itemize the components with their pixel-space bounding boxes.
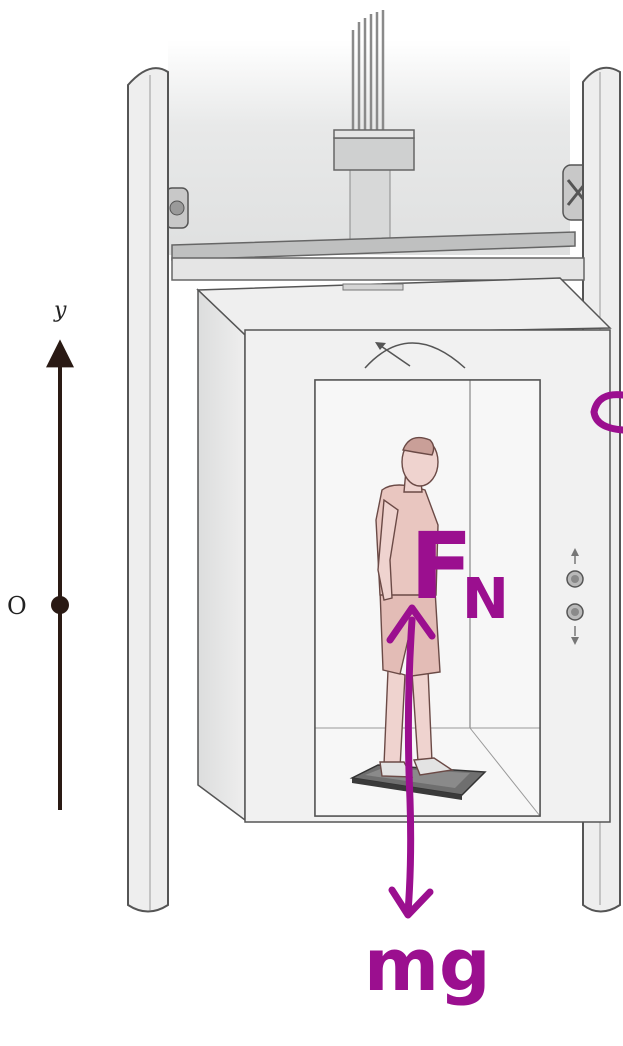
normal-force-subscript: N <box>462 567 509 632</box>
y-axis: y O <box>7 298 69 810</box>
normal-force-arrow <box>408 620 412 800</box>
weight-label: mg <box>364 923 491 1007</box>
guide-roller-left <box>166 188 188 228</box>
weight-arrow <box>408 800 411 912</box>
guide-rail-left <box>128 68 168 911</box>
y-axis-label: y <box>53 298 67 323</box>
origin-label: O <box>7 592 27 620</box>
cable-clamp <box>334 138 414 170</box>
origin-point <box>51 596 69 614</box>
